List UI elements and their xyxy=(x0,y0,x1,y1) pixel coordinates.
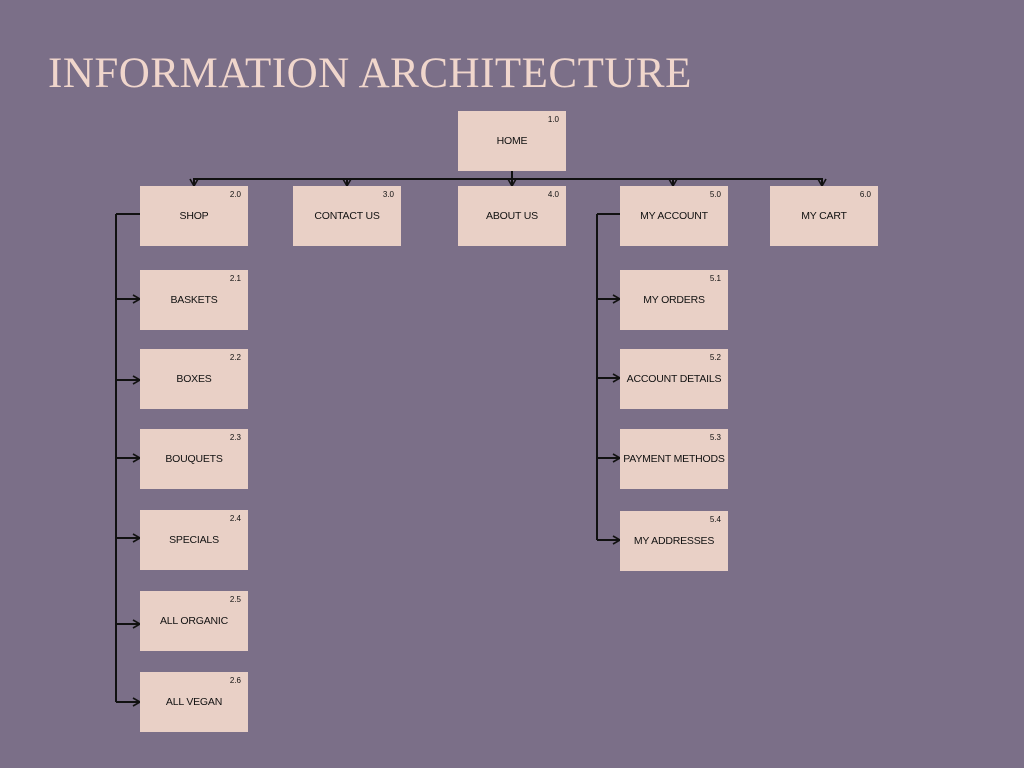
node-number: 5.3 xyxy=(709,433,721,442)
node-label: BASKETS xyxy=(170,294,218,306)
node-bouquets: 2.3 BOUQUETS xyxy=(140,429,248,489)
node-my-account: 5.0 MY ACCOUNT xyxy=(620,186,728,246)
page-title: INFORMATION ARCHITECTURE xyxy=(48,50,692,97)
node-all-organic: 2.5 ALL ORGANIC xyxy=(140,591,248,651)
node-payment-methods: 5.3 PAYMENT METHODS xyxy=(620,429,728,489)
node-number: 2.6 xyxy=(229,676,241,685)
node-account-details: 5.2 ACCOUNT DETAILS xyxy=(620,349,728,409)
node-number: 2.3 xyxy=(229,433,241,442)
node-number: 2.5 xyxy=(229,595,241,604)
node-label: CONTACT US xyxy=(314,210,380,222)
node-number: 1.0 xyxy=(547,115,559,124)
node-label: BOUQUETS xyxy=(165,453,223,465)
node-specials: 2.4 SPECIALS xyxy=(140,510,248,570)
node-label: SHOP xyxy=(179,210,209,222)
node-about-us: 4.0 ABOUT US xyxy=(458,186,566,246)
node-number: 5.0 xyxy=(709,190,721,199)
node-number: 2.1 xyxy=(229,274,241,283)
node-label: ABOUT US xyxy=(486,210,538,222)
node-label: ALL VEGAN xyxy=(165,696,223,708)
node-label: ALL ORGANIC xyxy=(159,615,228,627)
node-number: 5.1 xyxy=(709,274,721,283)
node-baskets: 2.1 BASKETS xyxy=(140,270,248,330)
node-label: ACCOUNT DETAILS xyxy=(626,373,722,385)
node-my-orders: 5.1 MY ORDERS xyxy=(620,270,728,330)
node-label: PAYMENT METHODS xyxy=(623,453,725,465)
node-all-vegan: 2.6 ALL VEGAN xyxy=(140,672,248,732)
node-my-addresses: 5.4 MY ADDRESSES xyxy=(620,511,728,571)
node-label: MY ORDERS xyxy=(643,294,705,306)
node-number: 2.2 xyxy=(229,353,241,362)
node-number: 5.4 xyxy=(709,515,721,524)
node-label: MY CART xyxy=(801,210,847,222)
node-home: 1.0 HOME xyxy=(458,111,566,171)
node-boxes: 2.2 BOXES xyxy=(140,349,248,409)
node-label: SPECIALS xyxy=(169,534,219,546)
node-label: MY ADDRESSES xyxy=(633,535,715,547)
node-number: 2.0 xyxy=(229,190,241,199)
node-label: MY ACCOUNT xyxy=(640,210,708,222)
node-number: 6.0 xyxy=(859,190,871,199)
node-number: 5.2 xyxy=(709,353,721,362)
node-shop: 2.0 SHOP xyxy=(140,186,248,246)
node-my-cart: 6.0 MY CART xyxy=(770,186,878,246)
node-number: 3.0 xyxy=(382,190,394,199)
node-label: HOME xyxy=(496,135,528,147)
node-number: 2.4 xyxy=(229,514,241,523)
node-contact-us: 3.0 CONTACT US xyxy=(293,186,401,246)
node-number: 4.0 xyxy=(547,190,559,199)
node-label: BOXES xyxy=(176,373,212,385)
